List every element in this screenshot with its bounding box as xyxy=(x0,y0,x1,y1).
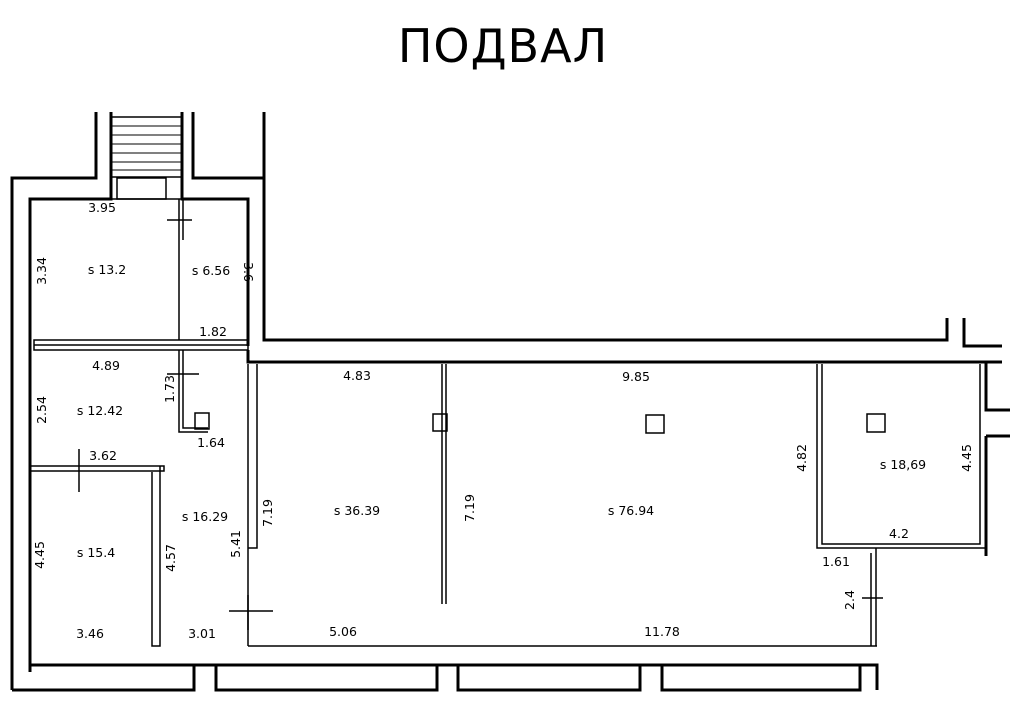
dim-r8-width-bottom: 4.2 xyxy=(889,526,909,541)
dim-r6-width-top: 4.83 xyxy=(343,368,371,383)
dim-r3-inner-h: 1.73 xyxy=(162,375,177,403)
plan-title: ПОДВАЛ xyxy=(398,19,608,73)
outer-walls xyxy=(10,112,1010,692)
dim-r8-step-height: 2.4 xyxy=(842,590,857,610)
dim-r6-height-left: 7.19 xyxy=(260,499,275,527)
dim-r7-width-top: 9.85 xyxy=(622,369,650,384)
dim-r4-width-bottom: 3.46 xyxy=(76,626,104,641)
stairs xyxy=(110,116,183,200)
dim-r3-inner-w: 1.64 xyxy=(197,435,225,450)
area-r1: s 13.2 xyxy=(88,262,126,277)
area-r7: s 76.94 xyxy=(608,503,654,518)
area-r3: s 12.42 xyxy=(77,403,123,418)
dim-r2-width: 1.82 xyxy=(199,324,227,339)
dim-r3-width: 4.89 xyxy=(92,358,120,373)
dim-r8-height-left: 4.82 xyxy=(794,444,809,472)
dim-r5-height-left: 4.57 xyxy=(163,544,178,572)
dim-r3-height: 2.54 xyxy=(34,396,49,424)
area-r5: s 16.29 xyxy=(182,509,228,524)
dim-r7-width-bottom: 11.78 xyxy=(644,624,680,639)
room-labels: 3.95 3.34 s 13.2 s 6.56 3.6 1.82 4.89 2.… xyxy=(32,200,974,641)
dim-r7-height-left: 7.19 xyxy=(462,494,477,522)
dim-r8-step-width: 1.61 xyxy=(822,554,850,569)
area-r4: s 15.4 xyxy=(77,545,115,560)
dim-r5-width-bottom: 3.01 xyxy=(188,626,216,641)
dim-r4-height: 4.45 xyxy=(32,541,47,569)
dim-r5-height-right: 5.41 xyxy=(228,530,243,558)
dim-r8-height-right: 4.45 xyxy=(959,444,974,472)
area-r2: s 6.56 xyxy=(192,263,230,278)
dim-r1-height: 3.34 xyxy=(34,257,49,285)
area-r6: s 36.39 xyxy=(334,503,380,518)
area-r8: s 18,69 xyxy=(880,457,926,472)
dim-r4-width-top: 3.62 xyxy=(89,448,117,463)
dim-r1-width: 3.95 xyxy=(88,200,116,215)
dim-r2-height: 3.6 xyxy=(241,262,256,282)
partitions xyxy=(29,198,985,647)
dim-r6-width-bottom: 5.06 xyxy=(329,624,357,639)
